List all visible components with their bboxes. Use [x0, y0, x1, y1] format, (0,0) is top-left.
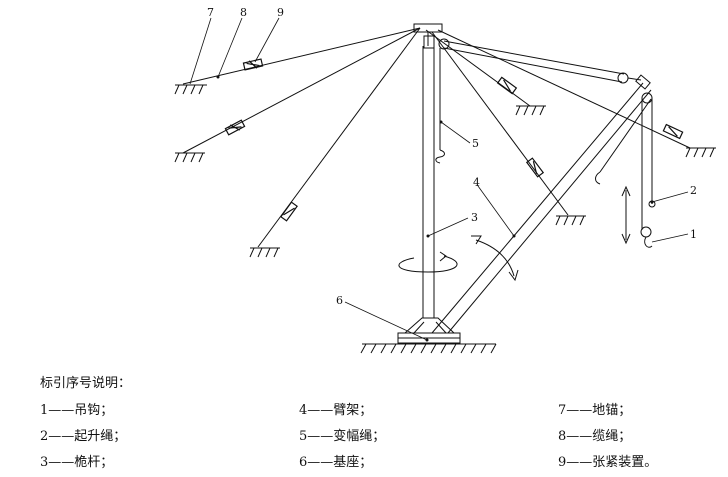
legend-title: 标引序号说明：: [40, 376, 132, 391]
hoist-direction-arrow: [621, 185, 631, 245]
legend-item-mast: 3——桅杆；: [40, 455, 114, 470]
legend-item-ground-anchor: 7——地锚；: [558, 403, 632, 418]
callout-4: 4: [473, 176, 480, 189]
leader-dots: [216, 75, 654, 342]
callout-8: 8: [240, 6, 247, 19]
legend-item-tensioner: 9——张紧装置。: [558, 455, 658, 470]
legend-item-guy-rope: 8——缆绳；: [558, 429, 632, 444]
callout-5: 5: [472, 137, 479, 150]
callout-6: 6: [336, 294, 343, 307]
legend-item-luffing-rope: 5——变幅绳；: [299, 429, 386, 444]
luffing-arrow: [471, 235, 519, 282]
derrick-crane-diagram: 7 8 9 5 4 3 2 1 6: [174, 6, 716, 354]
luffing-rope: [435, 38, 642, 164]
guy-ropes: [182, 27, 691, 248]
rotation-arrow: [398, 251, 458, 273]
ground-anchors: [174, 84, 716, 258]
callout-3: 3: [471, 211, 478, 224]
hoist-rope: [595, 92, 656, 248]
callout-9: 9: [277, 6, 284, 19]
callout-1: 1: [690, 228, 697, 241]
leader-lines: [189, 17, 689, 341]
tensioners: [224, 58, 684, 222]
mast: [413, 23, 443, 318]
ground-base: [360, 343, 497, 354]
legend-item-boom: 4——臂架；: [299, 403, 373, 418]
legend-item-hook: 1——吊钩；: [40, 403, 114, 418]
legend-item-base: 6——基座；: [299, 455, 373, 470]
boom: [431, 74, 652, 334]
callout-2: 2: [690, 184, 697, 197]
legend-item-hoist-rope: 2——起升绳；: [40, 429, 127, 444]
base-seat: [397, 317, 461, 344]
callout-7: 7: [207, 6, 214, 19]
